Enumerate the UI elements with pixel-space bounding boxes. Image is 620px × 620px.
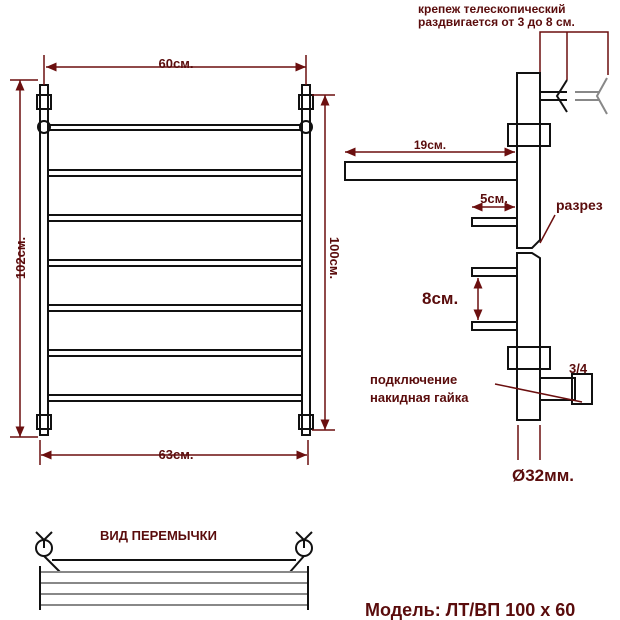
shelf-arm [344,161,518,181]
height-inner-label: 100см. [327,237,342,279]
bar-stub-2 [471,267,518,277]
crossbar [47,259,303,267]
width-top-label: 60см. [159,56,194,71]
right-upright [301,84,311,436]
jumper-view-title: ВИД ПЕРЕМЫЧКИ [100,528,217,543]
telescopic-bracket-dim [539,31,609,75]
crossbar [47,349,303,357]
mount-note-line1: крепеж телескопический [418,2,566,16]
union-nut [571,373,593,405]
side-view: крепеж телескопический раздвигается от 3… [344,2,609,485]
offset-label: 5см. [480,191,508,206]
crossbar [47,214,303,222]
thread-label: 3/4 [569,361,588,376]
spacing-label: 8см. [422,289,458,308]
jumper-right [299,120,313,134]
mount-note-line2: раздвигается от 3 до 8 см. [418,15,575,29]
section-label: разрез [556,197,603,213]
jumper-left [37,120,51,134]
bar-stub-3 [471,321,518,331]
crossbar [47,304,303,312]
width-bottom-label: 63см. [159,447,194,462]
connection-label-2: накидная гайка [370,390,469,405]
mount-bottom-right [298,414,314,430]
bar-stub-1 [471,217,518,227]
model-label: Модель: ЛТ/ВП 100 х 60 [365,600,575,620]
depth-label: 19см. [414,138,446,152]
jumper-view: ВИД ПЕРЕМЫЧКИ [35,528,313,610]
upper-bracket [507,123,551,147]
mount-bottom-left [36,414,52,430]
side-pipe-lower [516,252,541,421]
wall-cup-extended [575,77,608,115]
mount-top-left [36,94,52,110]
connection-pipe [539,377,576,401]
side-pipe-upper [516,72,541,249]
crossbar [47,394,303,402]
connection-label-1: подключение [370,372,457,387]
diameter-label: Ø32мм. [512,466,574,485]
height-outer-label: 102см. [13,237,28,279]
crossbar [47,124,303,131]
left-upright [39,84,49,436]
mount-top-right [298,94,314,110]
lower-bracket [507,346,551,370]
front-view: 60см. 63см. 102см. 100см. [10,55,342,465]
crossbar [47,169,303,177]
wall-cup [555,79,568,113]
crossbars [47,124,303,402]
